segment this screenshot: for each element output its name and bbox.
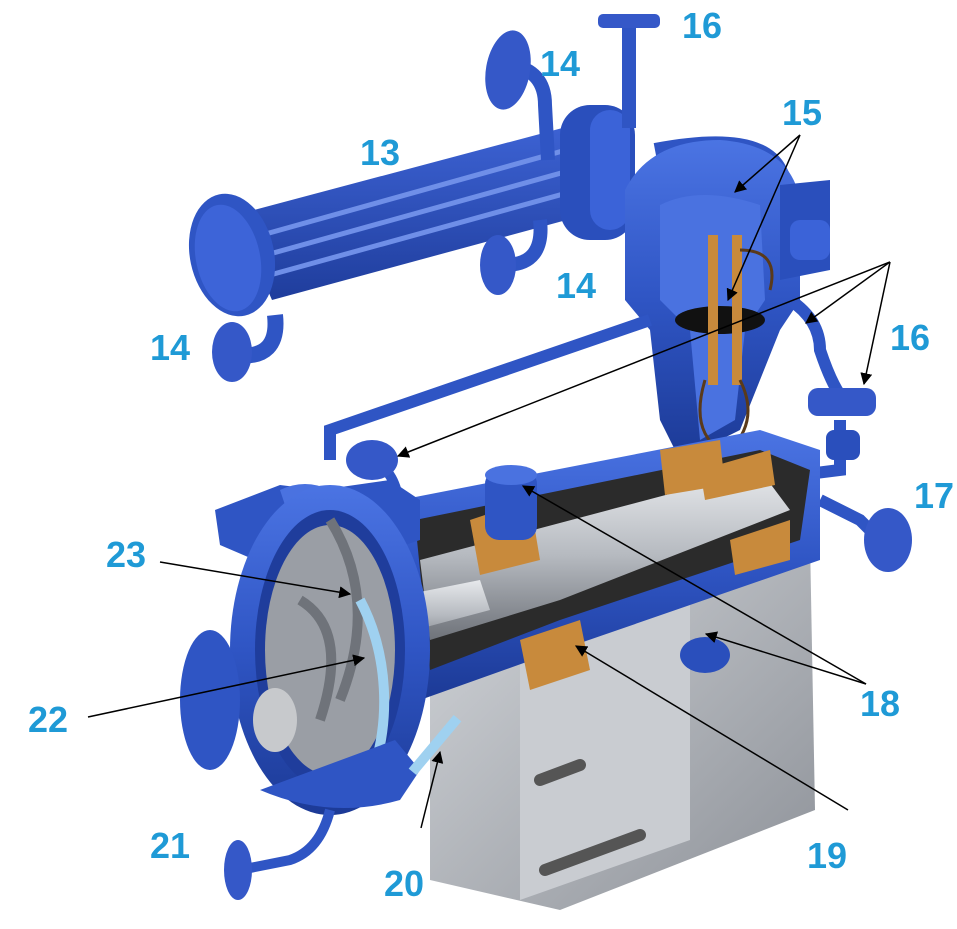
callout-14-mid: 14 bbox=[556, 265, 597, 306]
leader-19 bbox=[574, 645, 849, 811]
leader-lines bbox=[87, 134, 891, 829]
terminal-housing bbox=[625, 140, 830, 460]
callout-22: 22 bbox=[28, 699, 69, 740]
callout-20: 20 bbox=[384, 863, 425, 904]
leader-23 bbox=[159, 561, 352, 599]
callout-16-top: 16 bbox=[682, 5, 723, 46]
leader-16c bbox=[396, 261, 891, 458]
heat-exchanger bbox=[188, 105, 640, 317]
leader-15b bbox=[726, 134, 801, 302]
callout-17: 17 bbox=[914, 475, 955, 516]
leader-16a bbox=[805, 261, 891, 324]
leader-15a bbox=[734, 134, 801, 193]
callout-14-left: 14 bbox=[150, 327, 191, 368]
callout-14-top: 14 bbox=[540, 43, 581, 84]
leader-18a bbox=[521, 485, 867, 685]
callout-15: 15 bbox=[782, 92, 823, 133]
pump-volute bbox=[180, 480, 462, 900]
callout-23: 23 bbox=[106, 534, 147, 575]
callout-19: 19 bbox=[807, 835, 848, 876]
callout-21: 21 bbox=[150, 825, 191, 866]
callout-13: 13 bbox=[360, 132, 401, 173]
leader-18b bbox=[704, 631, 867, 685]
callout-18: 18 bbox=[860, 683, 901, 724]
motor-casing bbox=[330, 430, 820, 700]
leader-22 bbox=[87, 654, 366, 718]
leader-16b bbox=[860, 261, 891, 386]
leader-20 bbox=[420, 750, 444, 829]
callout-16-right: 16 bbox=[890, 317, 931, 358]
